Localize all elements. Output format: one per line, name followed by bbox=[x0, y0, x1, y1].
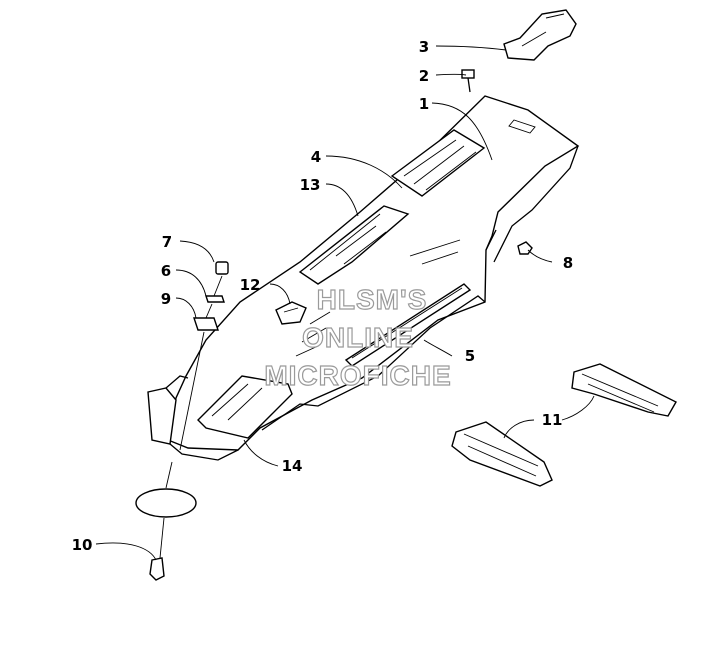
watermark: HLSM'S ONLINE MICROFICHE bbox=[264, 283, 452, 391]
callout-9: 9 bbox=[161, 290, 171, 308]
callout-6: 6 bbox=[161, 262, 171, 280]
callout-7: 7 bbox=[162, 233, 172, 251]
callout-1: 1 bbox=[419, 95, 429, 113]
fastener-part-2 bbox=[461, 69, 475, 93]
traction-strips-part-11 bbox=[451, 363, 677, 487]
callout-3: 3 bbox=[419, 38, 429, 56]
callout-14: 14 bbox=[282, 457, 303, 475]
hardware-stack-7-6-9 bbox=[179, 261, 229, 451]
belly-pan bbox=[147, 95, 580, 461]
watermark-line-2: ONLINE bbox=[302, 322, 414, 353]
callout-11: 11 bbox=[542, 411, 563, 429]
pad-part-12 bbox=[275, 301, 307, 325]
washer-bolt-part-10 bbox=[135, 461, 197, 581]
watermark-line-1: HLSM'S bbox=[317, 284, 428, 315]
callout-8: 8 bbox=[563, 254, 573, 272]
bracket-part-3 bbox=[503, 9, 577, 61]
callout-5: 5 bbox=[465, 347, 475, 365]
callout-4: 4 bbox=[311, 148, 321, 166]
callout-numbers: 3 2 1 4 13 7 6 9 12 8 5 11 14 10 bbox=[72, 38, 574, 554]
callout-10: 10 bbox=[72, 536, 93, 554]
watermark-line-3: MICROFICHE bbox=[264, 360, 451, 391]
callout-2: 2 bbox=[419, 67, 429, 85]
callout-12: 12 bbox=[240, 276, 261, 294]
leader-lines bbox=[95, 45, 595, 561]
callout-13: 13 bbox=[300, 176, 321, 194]
